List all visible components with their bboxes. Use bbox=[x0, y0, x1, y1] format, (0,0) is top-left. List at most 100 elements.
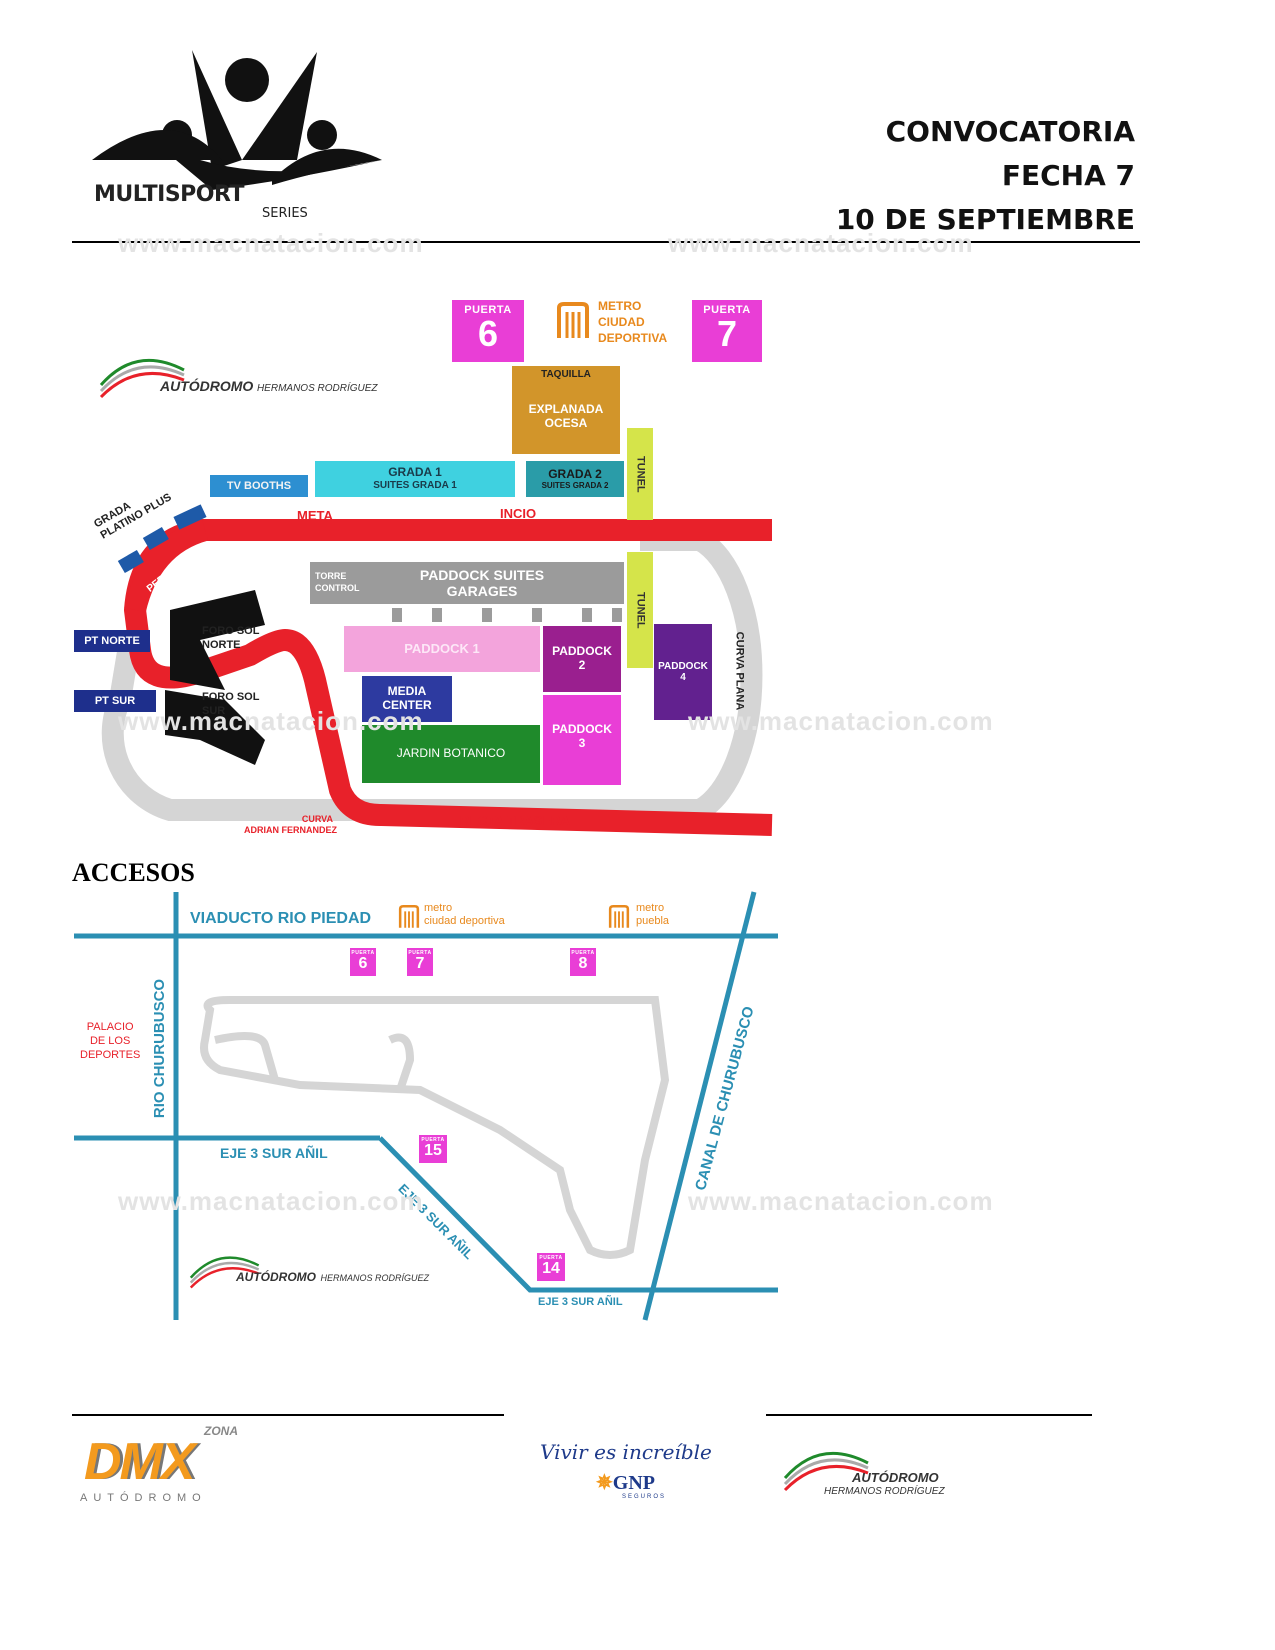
gnp-star-icon: ✵ bbox=[596, 1472, 613, 1494]
taquilla-label: TAQUILLA bbox=[541, 369, 591, 380]
grada1-line: GRADA 1 bbox=[388, 465, 442, 480]
watermark: www.macnatacion.com bbox=[688, 1186, 994, 1216]
header-divider bbox=[72, 241, 1140, 243]
palacio-label: PALACIO DE LOS DEPORTES bbox=[80, 1020, 140, 1062]
torre-line: CONTROL bbox=[315, 583, 360, 593]
foro-sol-sur-label: FORO SOL SUR bbox=[202, 690, 259, 718]
media-line: CENTER bbox=[382, 698, 432, 712]
paddock2-line: 2 bbox=[578, 658, 586, 672]
title-line-2: FECHA 7 bbox=[1001, 159, 1135, 192]
track-drawing bbox=[101, 504, 773, 836]
zone-paddock-suites: TORRE CONTROL PADDOCK SUITES GARAGES bbox=[310, 562, 624, 604]
watermark: www.macnatacion.com bbox=[668, 228, 974, 258]
gate-label: PUERTA bbox=[703, 304, 751, 316]
torre-control: TORRE CONTROL bbox=[315, 570, 360, 594]
watermark: www.macnatacion.com bbox=[118, 228, 424, 258]
access-gate-8: PUERTA 8 bbox=[570, 948, 596, 976]
gate-label: PUERTA bbox=[421, 1137, 445, 1143]
zone-paddock-4: PADDOCK 4 bbox=[654, 624, 712, 720]
gate-number: 15 bbox=[424, 1142, 442, 1159]
torre-line: TORRE bbox=[315, 571, 347, 581]
footer-autodromo-line2: HERMANOS RODRÍGUEZ bbox=[824, 1486, 945, 1497]
gate-label: PUERTA bbox=[571, 950, 595, 956]
paddock2-line: PADDOCK bbox=[552, 644, 612, 659]
brand-bold: AUTÓDROMO bbox=[160, 378, 254, 394]
gate-number: 7 bbox=[716, 313, 738, 354]
palacio-line: DE LOS bbox=[89, 1035, 131, 1047]
zone-tv-booths: TV BOOTHS bbox=[210, 475, 308, 497]
gray-oval-track bbox=[101, 529, 763, 821]
paddock-suites-line: GARAGES bbox=[446, 583, 518, 599]
footer-divider-right bbox=[766, 1414, 1092, 1416]
paddock3-line: PADDOCK bbox=[552, 722, 612, 736]
palacio-line: DEPORTES bbox=[80, 1049, 141, 1061]
foro-sol-sur-shape bbox=[165, 690, 265, 765]
jardin-label: JARDIN BOTANICO bbox=[396, 746, 506, 761]
curva-adrian-label: CURVA ADRIAN FERNANDEZ bbox=[244, 814, 337, 836]
metro-line: ciudad deportiva bbox=[424, 915, 505, 927]
road-eje3-bottom-label: EJE 3 SUR AÑIL bbox=[538, 1296, 623, 1308]
tunel-label: TUNEL bbox=[634, 455, 647, 493]
metro-puebla-label: metro puebla bbox=[636, 902, 669, 928]
curva-plana-label: CURVA PLANA bbox=[733, 631, 746, 711]
gate-label: PUERTA bbox=[464, 304, 512, 316]
dmx-sub: AUTÓDROMO bbox=[80, 1492, 207, 1504]
access-autodromo-brand: AUTÓDROMO HERMANOS RODRÍGUEZ bbox=[236, 1268, 429, 1286]
title-line-1: CONVOCATORIA bbox=[885, 115, 1135, 148]
gnp-logo: Vivir es increíble ✵GNP SEGUROS bbox=[540, 1440, 740, 1510]
gate-7: PUERTA 7 bbox=[692, 300, 762, 362]
brand-rest: HERMANOS RODRÍGUEZ bbox=[320, 1273, 429, 1283]
red-peraltada bbox=[124, 519, 209, 613]
gnp-sub: SEGUROS bbox=[622, 1494, 667, 1500]
paddock3-line: 3 bbox=[578, 735, 586, 750]
foro-sol-norte-shape bbox=[170, 590, 265, 690]
metro-line: metro bbox=[636, 902, 665, 914]
metro-line: DEPORTIVA bbox=[598, 331, 668, 345]
zone-tunel-bottom: TUNEL bbox=[627, 552, 653, 668]
foro-norte-line: FORO SOL bbox=[202, 625, 260, 637]
gate-number: 7 bbox=[415, 955, 425, 972]
access-gate-15: PUERTA 15 bbox=[419, 1135, 447, 1163]
accesos-heading: ACCESOS bbox=[72, 858, 195, 887]
dmx-main: DMX bbox=[84, 1433, 196, 1491]
metro-icon bbox=[398, 905, 420, 928]
zone-explanada: TAQUILLA EXPLANADA OCESA bbox=[512, 366, 620, 454]
meta-label: META bbox=[297, 508, 333, 523]
recta-trasera-label: RECTA TRASERA bbox=[460, 813, 570, 828]
paddock-suites-line: PADDOCK SUITES bbox=[419, 566, 545, 583]
grada-platino-block bbox=[117, 549, 144, 574]
zone-tunel-top: TUNEL bbox=[627, 428, 653, 520]
garage-pits bbox=[392, 608, 622, 622]
foro-sur-line: SUR bbox=[202, 705, 226, 717]
tv-booths-label: TV BOOTHS bbox=[226, 479, 292, 492]
gate-number: 6 bbox=[358, 955, 368, 972]
metro-line: METRO bbox=[598, 299, 642, 313]
curva-line: CURVA bbox=[301, 814, 333, 824]
media-line: MEDIA bbox=[387, 684, 427, 699]
gnp-mark: ✵GNP bbox=[596, 1470, 655, 1495]
gate-number: 6 bbox=[477, 313, 499, 354]
gate-label: PUERTA bbox=[539, 1255, 563, 1261]
pt-norte-label: PT NORTE bbox=[84, 634, 140, 647]
title-line-3: 10 DE SEPTIEMBRE bbox=[835, 203, 1135, 236]
zone-media-center: MEDIA CENTER bbox=[362, 676, 452, 722]
gate-label: PUERTA bbox=[351, 950, 375, 956]
paddock4-line: PADDOCK bbox=[658, 660, 708, 672]
incio-label: INCIO bbox=[500, 506, 537, 521]
grada1-line: SUITES GRADA 1 bbox=[373, 480, 457, 492]
autodromo-swoosh-icon bbox=[783, 1451, 869, 1492]
paddock1-label: PADDOCK 1 bbox=[404, 640, 480, 656]
curva-line: ADRIAN FERNANDEZ bbox=[244, 825, 337, 835]
metro-line: metro bbox=[424, 902, 453, 914]
road-rio-churubusco-label: RIO CHURUBUSCO bbox=[151, 978, 169, 1119]
logo-main-text: MULTISPORT bbox=[94, 182, 244, 207]
footer-autodromo-logo: AUTÓDROMO HERMANOS RODRÍGUEZ bbox=[780, 1438, 980, 1508]
zone-paddock-2: PADDOCK 2 bbox=[543, 626, 621, 692]
metro-line: CIUDAD bbox=[598, 315, 645, 329]
road-canal-label: CANAL DE CHURUBUSCO bbox=[692, 1004, 758, 1193]
dmx-top: ZONA bbox=[204, 1424, 238, 1438]
autodromo-swoosh-icon bbox=[189, 1256, 260, 1289]
dmx-logo: ZONA DMX AUTÓDROMO bbox=[78, 1424, 258, 1514]
gate-6: PUERTA 6 bbox=[452, 300, 524, 362]
foro-norte-line: NORTE bbox=[202, 639, 241, 651]
